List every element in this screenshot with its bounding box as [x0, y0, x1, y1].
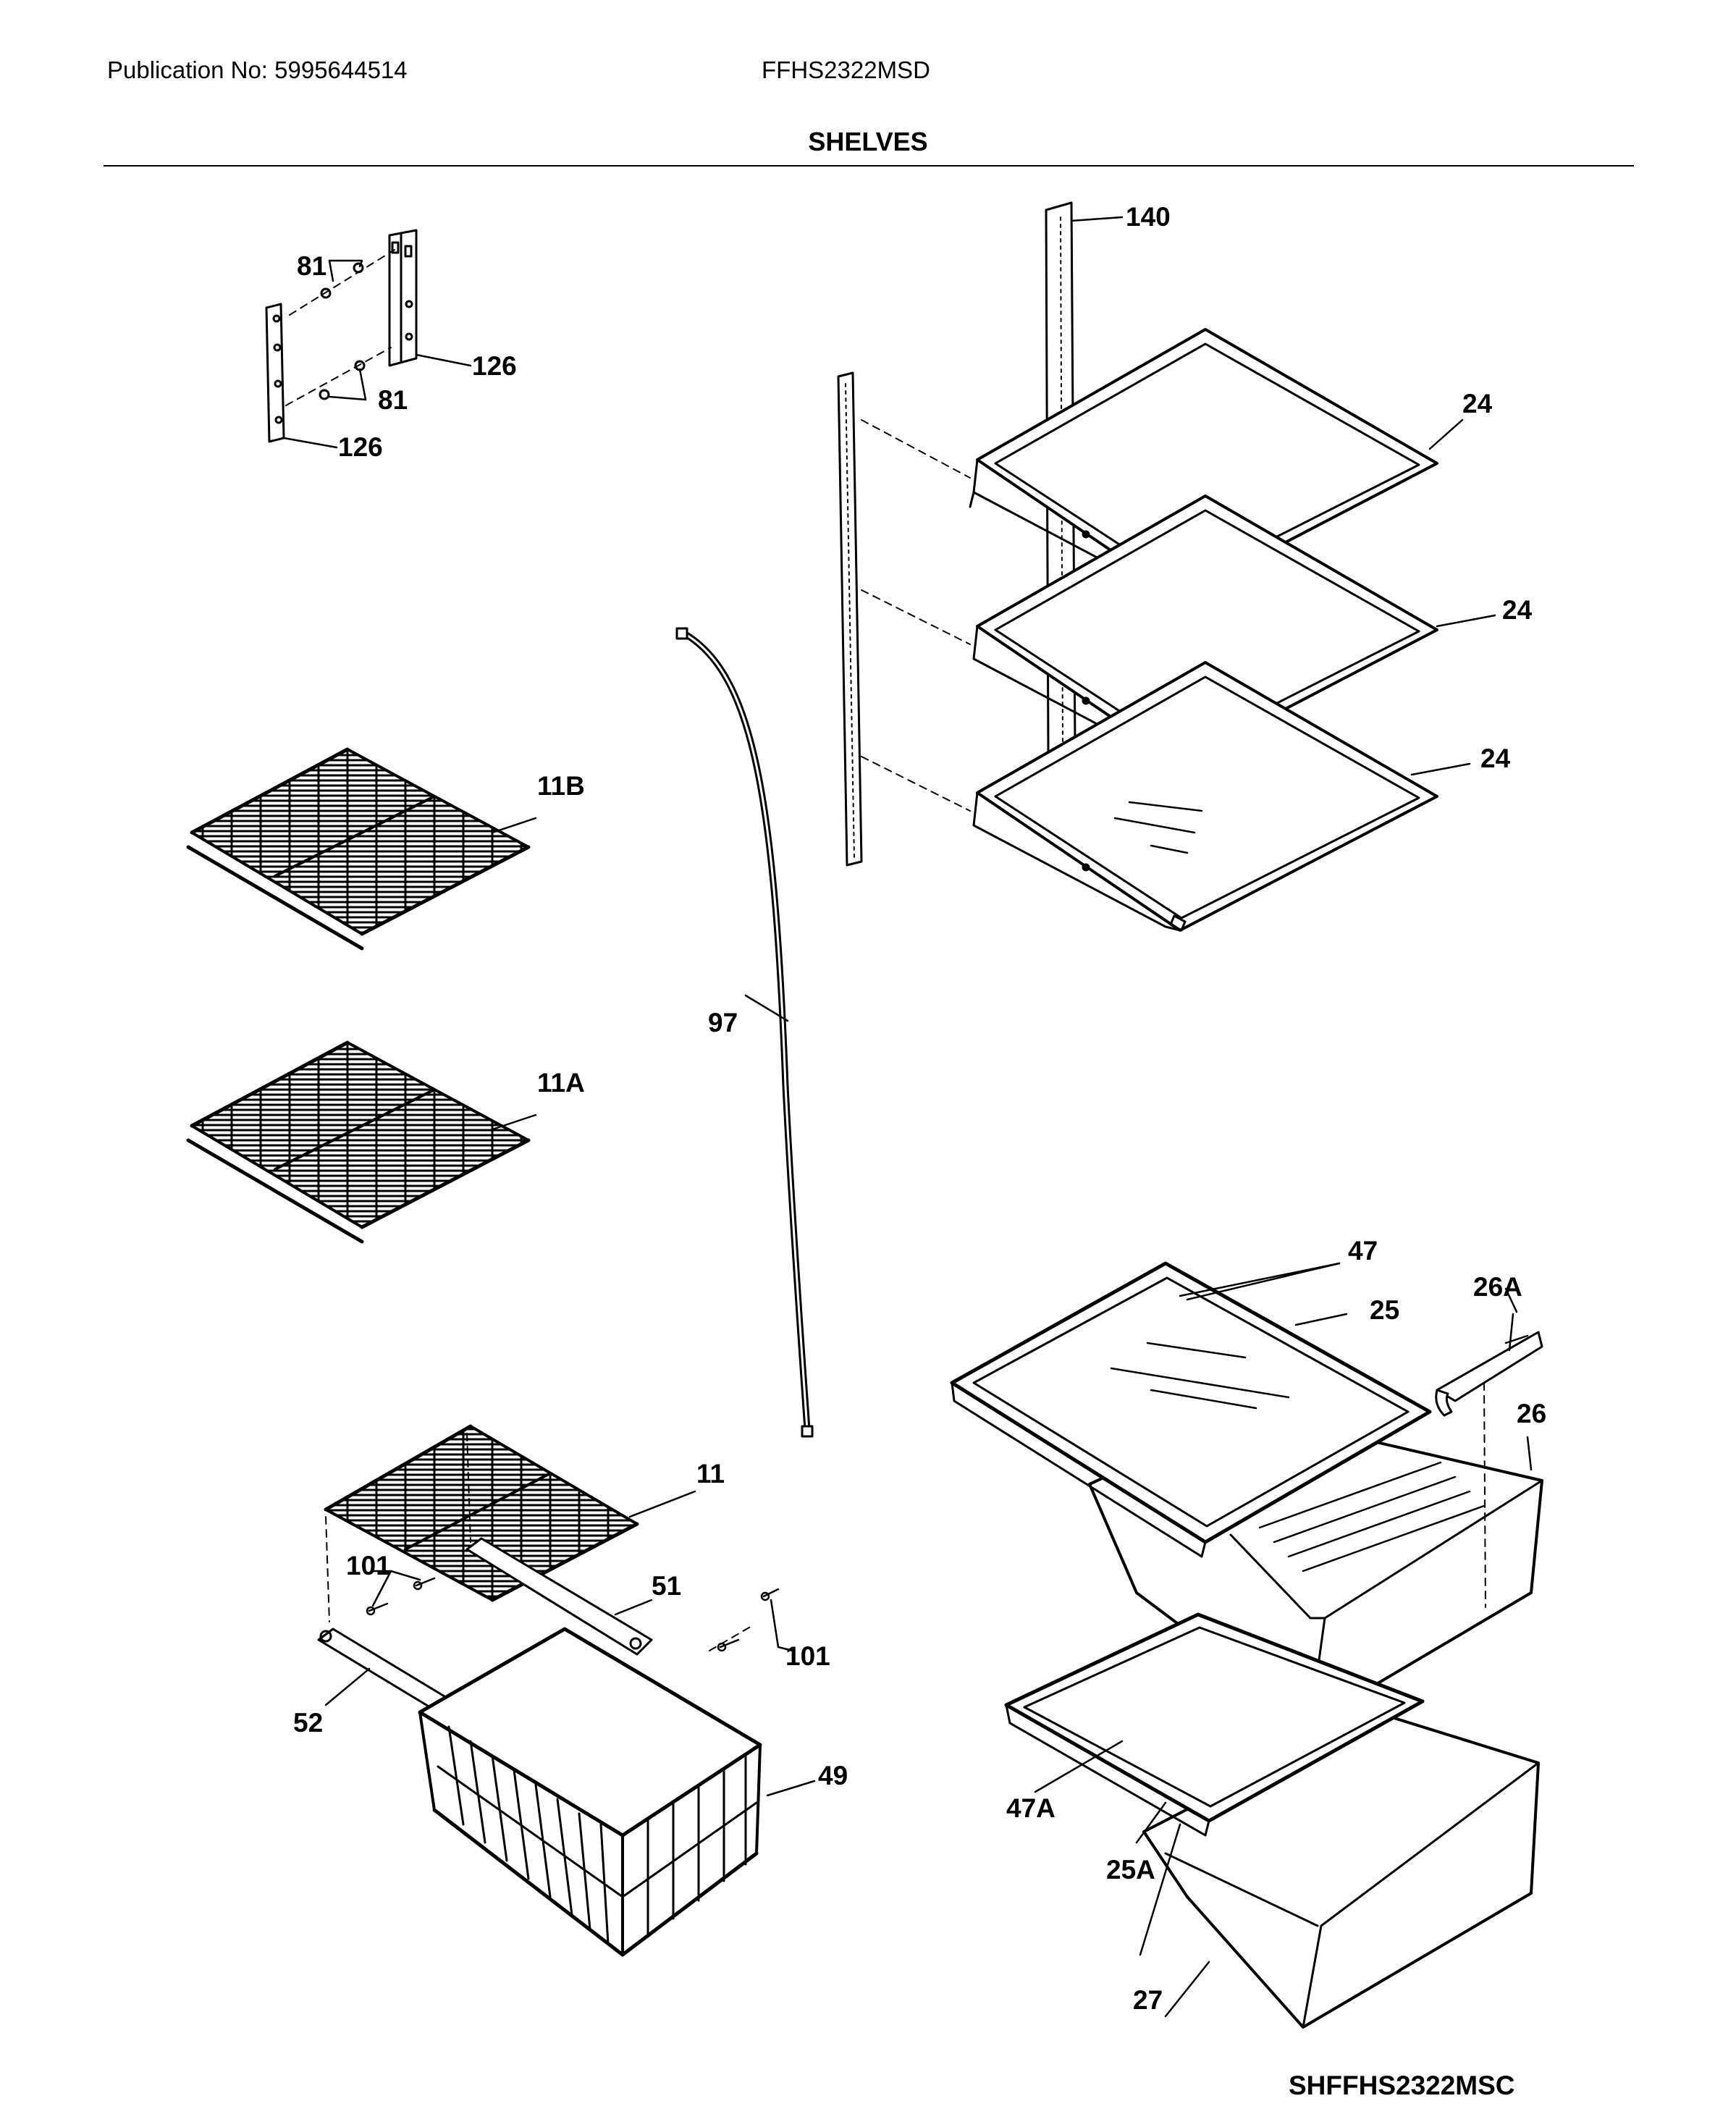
slide-screws-101	[366, 1570, 794, 1652]
callout-47: 47	[1348, 1236, 1378, 1266]
callout-126-front: 126	[338, 432, 383, 462]
callout-101-left: 101	[346, 1551, 391, 1580]
wire-shelf-11B	[186, 747, 537, 951]
model-number: FFHS2322MSD	[762, 56, 930, 83]
slide-rail-51	[465, 1537, 653, 1656]
figure-code: SHFFHS2322MSC	[1289, 2071, 1515, 2100]
callout-140: 140	[1126, 202, 1171, 232]
wire-basket-49	[418, 1627, 816, 1957]
callout-11A: 11A	[537, 1068, 585, 1098]
callout-25A: 25A	[1106, 1855, 1155, 1885]
header-rule	[104, 165, 1634, 167]
wire-shelf-11	[324, 1424, 696, 1622]
crisper-cover-25A	[1004, 1612, 1425, 1837]
leader-lines-24	[1410, 418, 1496, 776]
callout-101-right: 101	[785, 1641, 830, 1671]
shelf-support-bracket-rear	[388, 229, 418, 367]
callout-25: 25	[1370, 1295, 1399, 1325]
callout-11: 11	[696, 1459, 725, 1489]
callout-26A: 26A	[1473, 1272, 1522, 1302]
callout-81-lower: 81	[378, 385, 408, 415]
callout-24-bottom: 24	[1480, 744, 1511, 773]
publication-number: Publication No: 5995644514	[107, 56, 408, 83]
callout-51: 51	[652, 1571, 681, 1601]
callout-27: 27	[1133, 1985, 1163, 2015]
callout-11B: 11B	[537, 771, 585, 801]
bracket-screws	[285, 249, 395, 406]
section-title: SHELVES	[808, 127, 928, 156]
leader-lines-81-126	[282, 259, 472, 449]
leader-lines-pan	[1186, 1262, 1533, 1471]
callout-24-middle: 24	[1502, 595, 1533, 625]
water-tube-97	[675, 627, 814, 1438]
callout-49: 49	[818, 1761, 848, 1790]
callout-24-top: 24	[1462, 389, 1493, 418]
shelf-rail-rear	[837, 371, 971, 867]
callout-81-upper: 81	[297, 251, 326, 281]
callout-97: 97	[708, 1008, 738, 1037]
glass-shelf-bottom	[972, 661, 1438, 932]
callout-26: 26	[1517, 1399, 1546, 1428]
callout-126-rear: 126	[472, 351, 517, 381]
wire-shelf-11A	[186, 1040, 537, 1244]
shelf-support-bracket-front	[265, 303, 285, 443]
leader-lines-lower	[1034, 1740, 1210, 2018]
callout-47A: 47A	[1006, 1793, 1055, 1823]
callout-52: 52	[293, 1708, 323, 1738]
crisper-cover-support-26A	[1435, 1287, 1543, 1417]
